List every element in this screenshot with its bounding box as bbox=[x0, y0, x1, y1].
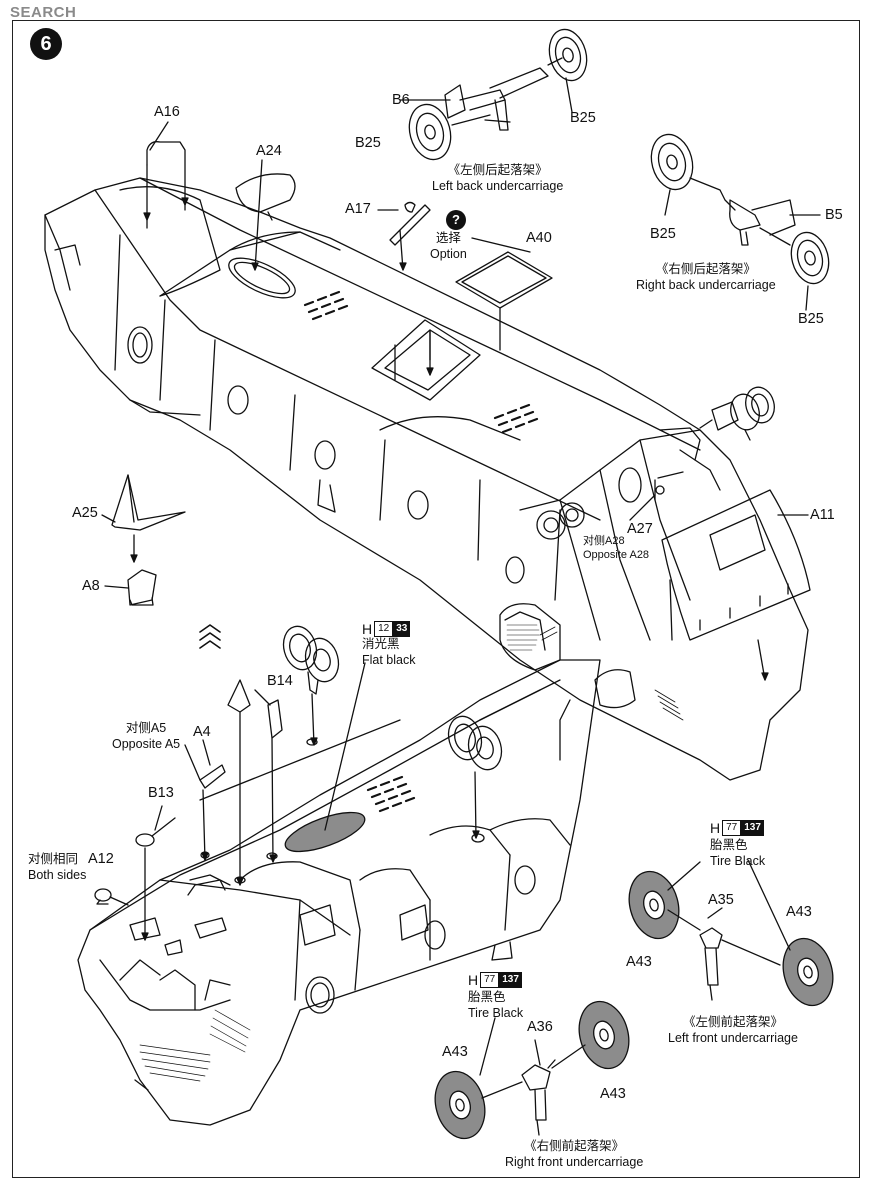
part-label-a8: A8 bbox=[82, 578, 100, 594]
part-label-a43: A43 bbox=[786, 904, 812, 920]
upper-fuselage-drawing bbox=[44, 177, 811, 781]
part-label-a35: A35 bbox=[708, 892, 734, 908]
part-label-a43: A43 bbox=[600, 1086, 626, 1102]
caption-left-front-undercarriage: 《左侧前起落架》Left front undercarriage bbox=[668, 1015, 798, 1045]
caption-right-back-undercarriage: 《右侧后起落架》Right back undercarriage bbox=[636, 262, 776, 292]
caption-left-back-undercarriage: 《左侧后起落架》Left back undercarriage bbox=[432, 163, 564, 193]
step-number-badge: 6 bbox=[30, 28, 62, 60]
page-border bbox=[12, 20, 860, 1178]
part-label-a40: A40 bbox=[526, 230, 552, 246]
watermark: SEARCH bbox=[10, 4, 77, 21]
part-label-a25: A25 bbox=[72, 505, 98, 521]
part-label-a4: A4 bbox=[193, 724, 211, 740]
part-label-a36: A36 bbox=[527, 1019, 553, 1035]
left-front-undercarriage-drawing bbox=[628, 859, 834, 1007]
part-label-b25: B25 bbox=[650, 226, 676, 242]
part-label-a43: A43 bbox=[442, 1044, 468, 1060]
mid-rear-wheel-drawing bbox=[699, 386, 775, 441]
lower-fuselage-drawing bbox=[77, 659, 601, 1126]
right-back-undercarriage-drawing bbox=[650, 133, 830, 311]
part-label-a17: A17 bbox=[345, 201, 371, 217]
upper-leader-lines bbox=[101, 121, 809, 681]
part-label-a27: A27 bbox=[627, 521, 653, 537]
part-label-a12: A12 bbox=[88, 851, 114, 867]
part-label-b14: B14 bbox=[267, 673, 293, 689]
part-label-a24: A24 bbox=[256, 143, 282, 159]
left-back-undercarriage-drawing bbox=[399, 28, 588, 161]
part-label-a11: A11 bbox=[810, 507, 835, 523]
part-label-b25: B25 bbox=[798, 311, 824, 327]
part-label-b25: B25 bbox=[355, 135, 381, 151]
part-label-b25: B25 bbox=[570, 110, 596, 126]
part-label-b5: B5 bbox=[825, 207, 843, 223]
part-label-b6: B6 bbox=[392, 92, 410, 108]
right-front-undercarriage-drawing bbox=[434, 1000, 630, 1140]
part-label-a43: A43 bbox=[626, 954, 652, 970]
part-label-b13: B13 bbox=[148, 785, 174, 801]
caption-right-front-undercarriage: 《右侧前起落架》Right front undercarriage bbox=[505, 1139, 644, 1169]
option-badge: ? bbox=[446, 210, 466, 230]
part-label-a16: A16 bbox=[154, 104, 180, 120]
lower-leader-lines bbox=[94, 625, 503, 941]
